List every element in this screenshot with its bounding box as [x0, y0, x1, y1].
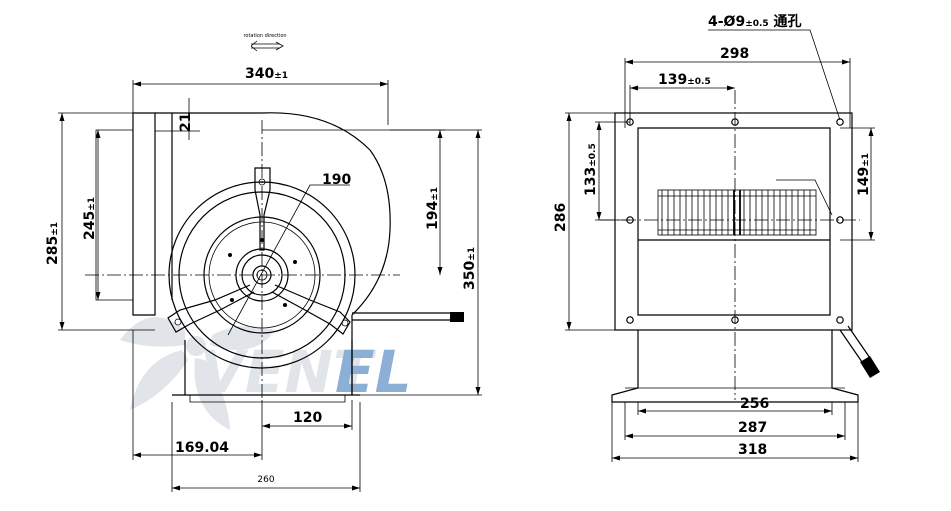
- dim-190: 190: [322, 172, 351, 188]
- rotation-direction-label: rotation direction: [243, 33, 286, 39]
- dim-133: 133±0.5: [583, 143, 599, 196]
- dim-318: 318: [738, 442, 767, 458]
- front-view: rotation direction 340±1 21: [45, 33, 482, 492]
- dim-120: 120: [293, 410, 322, 426]
- side-flange: [614, 112, 853, 331]
- dim-256: 256: [740, 396, 769, 412]
- side-cable-end: [860, 356, 880, 378]
- mounting-base: [172, 340, 360, 396]
- rotation-arrow-icon: [250, 40, 284, 52]
- side-foot: [611, 330, 859, 403]
- hole-note: 4-Ø9±0.5 通孔: [708, 14, 802, 30]
- dim-149: 149±1: [856, 153, 872, 196]
- watermark-text-blue: EL: [335, 338, 412, 406]
- support-arm-left: [167, 284, 255, 333]
- watermark-fan-icon: [120, 317, 275, 430]
- dim-287: 287: [738, 420, 767, 436]
- scroll-housing: [155, 112, 391, 395]
- dim-350: 350±1: [462, 247, 478, 290]
- dim-169-04: 169.04: [175, 440, 229, 456]
- dim-286: 286: [553, 203, 569, 232]
- impeller-blades: [657, 189, 817, 236]
- motor-cable: [352, 312, 450, 321]
- left-flange: [132, 112, 156, 316]
- dim-298: 298: [720, 46, 749, 62]
- cable-end: [450, 312, 464, 322]
- support-arm-top: [254, 167, 271, 251]
- watermark: VENT EL: [120, 317, 412, 430]
- support-arm-right: [271, 284, 351, 335]
- dim-285: 285±1: [45, 222, 61, 265]
- side-view: 4-Ø9±0.5 通孔 298 139±0.5: [553, 14, 880, 462]
- dim-245: 245±1: [82, 197, 98, 240]
- dim-340: 340±1: [245, 66, 288, 82]
- dim-139: 139±0.5: [658, 72, 711, 88]
- dim-260: 260: [257, 475, 274, 485]
- dim-21: 21: [178, 113, 194, 132]
- dim-194: 194±1: [425, 187, 441, 230]
